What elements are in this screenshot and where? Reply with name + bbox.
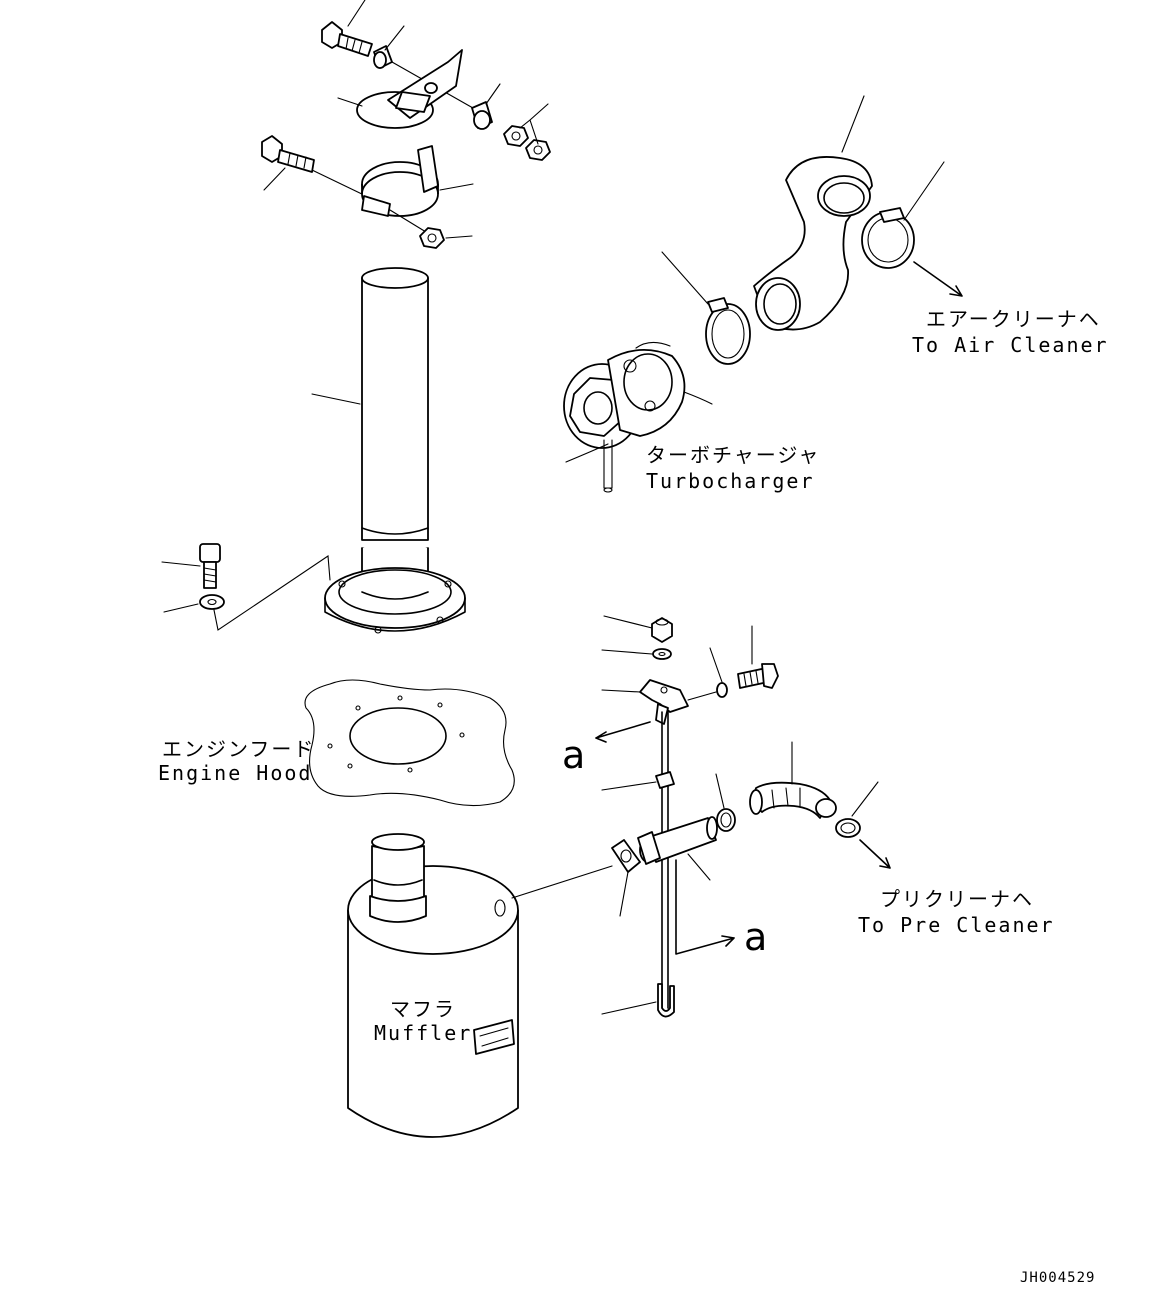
leader-muffler [511, 865, 613, 899]
arrow-to-pre-cleaner [859, 839, 891, 869]
turbocharger-label-jp: ターボチャージャ [646, 443, 820, 467]
pre-cleaner-hose [749, 781, 837, 819]
pipe-bracket [639, 679, 689, 725]
leader-pipe-bracket [601, 689, 641, 693]
leader-hose-clamp-lower [661, 251, 709, 305]
air-cleaner-label-en: To Air Cleaner [912, 333, 1109, 357]
leader-rod-clip [601, 781, 657, 791]
pre-cleaner-label-en: To Pre Cleaner [858, 913, 1055, 937]
ref-a-lower: a [744, 915, 767, 959]
drawing-code: JH004529 [1020, 1270, 1095, 1286]
bracket-washer [652, 648, 672, 660]
leader-spacer [384, 25, 405, 51]
bracket-bolt [737, 663, 779, 689]
muffler-label-jp: マフラ [390, 997, 456, 1021]
muffler [347, 833, 519, 1138]
pre-cleaner-label-jp: プリクリーナヘ [880, 887, 1034, 911]
leader-rod-hook [601, 1001, 657, 1015]
engine-hood-panel [304, 679, 515, 807]
intake-tube [637, 816, 718, 865]
leader-hose-clamp-upper [903, 161, 945, 221]
flange-washer [199, 594, 225, 610]
arrow-to-air-cleaner [913, 261, 963, 297]
leader-exhaust-pipe [311, 393, 361, 405]
hose-clamp-lower [705, 297, 751, 365]
hose-clamp-small [835, 818, 861, 838]
leader-gasket [619, 871, 629, 917]
leader-cap-plate [337, 97, 363, 107]
clamp-bolt [261, 135, 315, 173]
muffler-label-en: Muffler [374, 1021, 472, 1045]
rain-cap-nuts [503, 125, 551, 161]
flange-bolt [199, 543, 221, 589]
leader-clamp-bolt [263, 167, 286, 191]
leader-nuts [519, 103, 549, 145]
gasket [611, 839, 641, 873]
leader-tube-clamp [715, 773, 725, 809]
clamp-nut [419, 227, 445, 249]
leader-intake-tube [687, 853, 711, 881]
turbocharger-label-en: Turbocharger [646, 469, 815, 493]
leader-hose-clamp-small [851, 781, 879, 817]
air-cleaner-hose [753, 156, 873, 331]
turbocharger [563, 341, 713, 493]
rain-cap-plate [356, 49, 463, 129]
hose-clamp-upper [861, 207, 915, 269]
exhaust-clamp-band [361, 145, 439, 217]
rain-cap-collar [471, 101, 493, 130]
engine-hood-label-jp: エンジンフード [162, 737, 315, 761]
leader-clamp-band [439, 183, 474, 191]
rod-hook [657, 983, 675, 1018]
bracket-nut [651, 617, 673, 643]
tube-clamp [716, 808, 736, 832]
engine-hood-label-en: Engine Hood [158, 761, 312, 785]
arrow-ref-a-upper [595, 721, 651, 743]
leader-flange-bolt [161, 561, 201, 567]
arrow-ref-a-lower [675, 859, 735, 955]
leader-flange-washer [163, 603, 199, 613]
leader-bolt-top [347, 0, 366, 27]
ref-a-upper: a [562, 733, 585, 777]
rain-cap-spacer [373, 45, 393, 69]
leader-clamp-nut [445, 235, 473, 239]
leader-air-cleaner-hose [841, 95, 865, 153]
leader-collar [485, 83, 501, 105]
exhaust-pipe [324, 267, 466, 634]
leader-bracket-washer [601, 649, 653, 655]
leader-lock-washer [709, 647, 723, 683]
bracket-lock-washer [716, 682, 728, 698]
leader-bracket-nut [603, 615, 653, 629]
air-cleaner-label-jp: エアークリーナヘ [926, 307, 1101, 331]
rain-cap-bolt [321, 21, 373, 57]
rod-clip [655, 771, 675, 789]
